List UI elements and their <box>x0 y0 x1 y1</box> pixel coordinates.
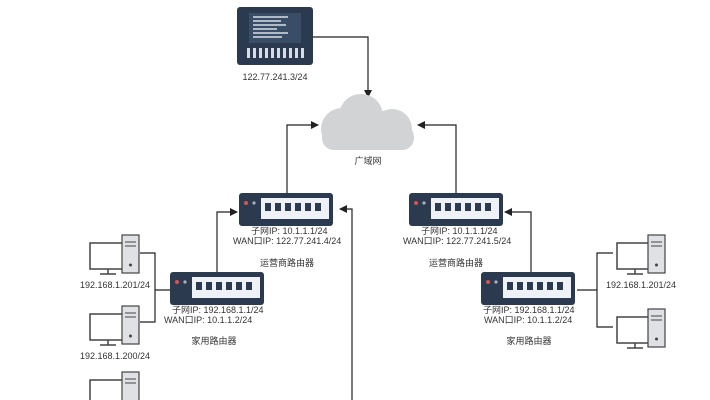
isp-right-to-cloud-line <box>417 121 457 193</box>
home-left-to-isp-left-line <box>216 208 238 272</box>
home-router-right-name: 家用路由器 <box>506 336 552 346</box>
isp-router-left-name: 运营商路由器 <box>259 258 315 268</box>
home-router-left-wan-ip: WAN口IP: 10.1.1.2/24 <box>164 315 253 325</box>
connectors <box>140 36 613 400</box>
pc-right-2-icon <box>616 308 666 349</box>
home-router-right-subnet-ip: 子网IP: 192.168.1.1/24 <box>483 305 575 315</box>
host-left-2-ip: 192.168.1.200/24 <box>79 351 151 361</box>
isp-router-right-wan-ip: WAN口IP: 122.77.241.5/24 <box>403 236 512 246</box>
isp-router-right-name: 运营商路由器 <box>428 258 484 268</box>
isp-router-right-icon <box>409 193 503 226</box>
pc-left-2-icon <box>89 305 140 346</box>
isp-router-left-wan-ip: WAN口IP: 122.77.241.4/24 <box>233 236 342 246</box>
home-router-left-icon <box>170 272 264 305</box>
home-router-left-name: 家用路由器 <box>191 336 237 346</box>
server-ip-label: 122.77.241.3/24 <box>242 72 308 82</box>
hosts-left-to-home-left-line <box>140 252 170 323</box>
hosts-right-to-home-right-line <box>577 252 613 328</box>
isp-router-left-subnet-ip: 子网IP: 10.1.1.1/24 <box>251 226 328 236</box>
home-router-right-icon <box>481 272 575 305</box>
pc-left-3-icon <box>89 371 140 400</box>
home-right-to-isp-right-line <box>504 208 532 272</box>
server-to-cloud-line <box>313 36 372 98</box>
home-router-left-subnet-ip: 子网IP: 192.168.1.1/24 <box>172 305 264 315</box>
bottom-to-isp-left-line <box>339 205 353 400</box>
host-left-1-ip: 192.168.1.201/24 <box>79 280 151 290</box>
host-right-1-ip: 192.168.1.201/24 <box>605 280 677 290</box>
pc-right-1-icon <box>616 234 666 275</box>
cloud-icon <box>321 94 414 150</box>
home-router-right-wan-ip: WAN口IP: 10.1.1.2/24 <box>484 315 573 325</box>
isp-left-to-cloud-line <box>286 121 319 193</box>
isp-router-left-icon <box>239 193 333 226</box>
pc-left-1-icon <box>89 234 140 275</box>
server-icon <box>237 7 313 65</box>
isp-router-right-subnet-ip: 子网IP: 10.1.1.1/24 <box>421 226 498 236</box>
wan-label: 广域网 <box>354 156 382 166</box>
